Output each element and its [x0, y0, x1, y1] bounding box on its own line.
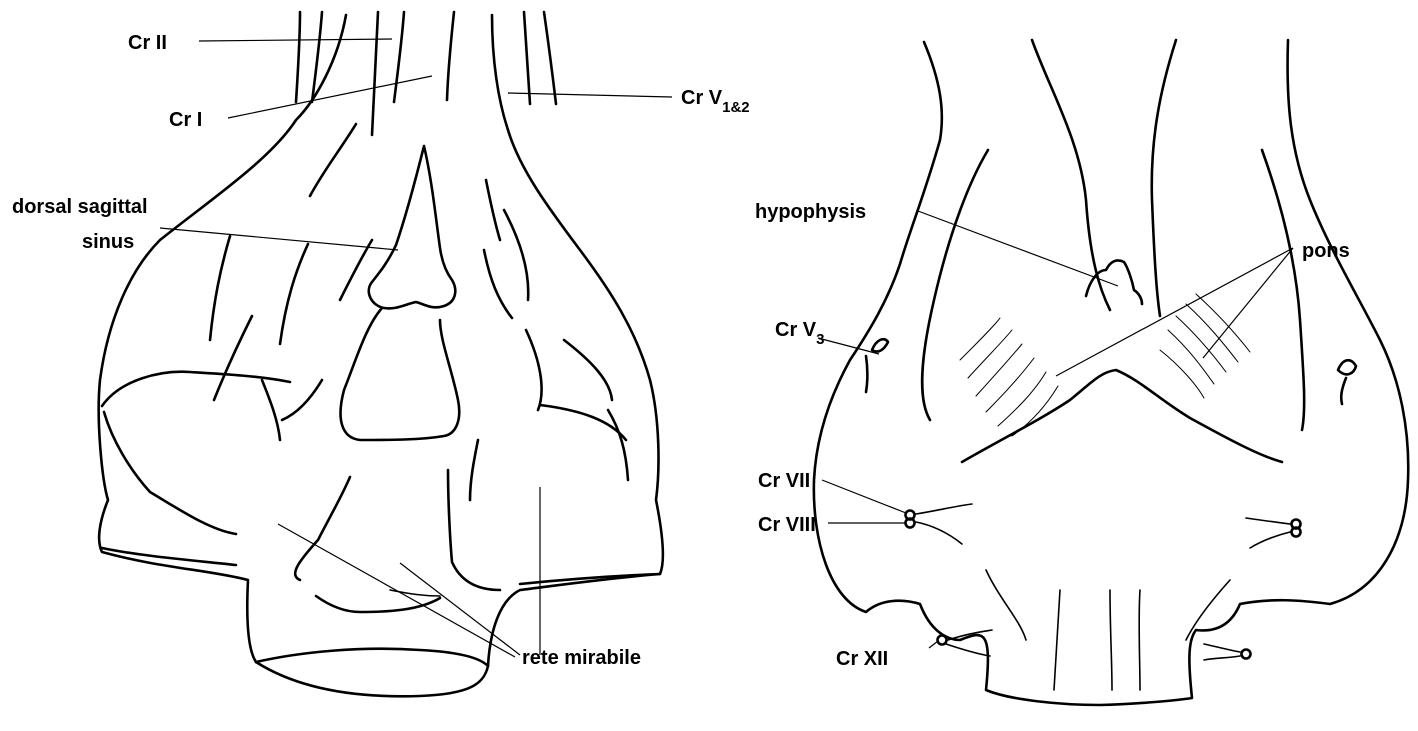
label-cr-ii: Cr II [128, 32, 167, 54]
ventral-view-labels: hypophysis pons Cr V3 Cr VII Cr VIII Cr … [755, 201, 1350, 670]
ventral-view-drawing [814, 40, 1408, 705]
label-hypophysis: hypophysis [755, 201, 866, 223]
label-cr-v-3: Cr V3 [775, 319, 824, 348]
ventral-view-leader-lines [818, 211, 1293, 648]
label-sinus: sinus [82, 231, 134, 253]
label-cr-v-1-2: Cr V1&2 [681, 87, 750, 116]
label-cr-v-3-main: Cr V [775, 319, 817, 341]
pons-hatching-right [1160, 294, 1250, 398]
label-cr-v-1-2-sub: 1&2 [722, 99, 750, 116]
pons-hatching-left [960, 318, 1058, 436]
label-cr-i: Cr I [169, 109, 202, 131]
label-cr-viii: Cr VIII [758, 514, 816, 536]
label-cr-xii: Cr XII [836, 648, 888, 670]
label-cr-vii: Cr VII [758, 470, 810, 492]
label-dorsal-sagittal: dorsal sagittal [12, 196, 148, 218]
label-cr-v-3-sub: 3 [816, 331, 824, 348]
label-pons: pons [1302, 240, 1350, 262]
label-rete-mirabile: rete mirabile [522, 647, 641, 669]
label-cr-v-1-2-main: Cr V [681, 87, 723, 109]
